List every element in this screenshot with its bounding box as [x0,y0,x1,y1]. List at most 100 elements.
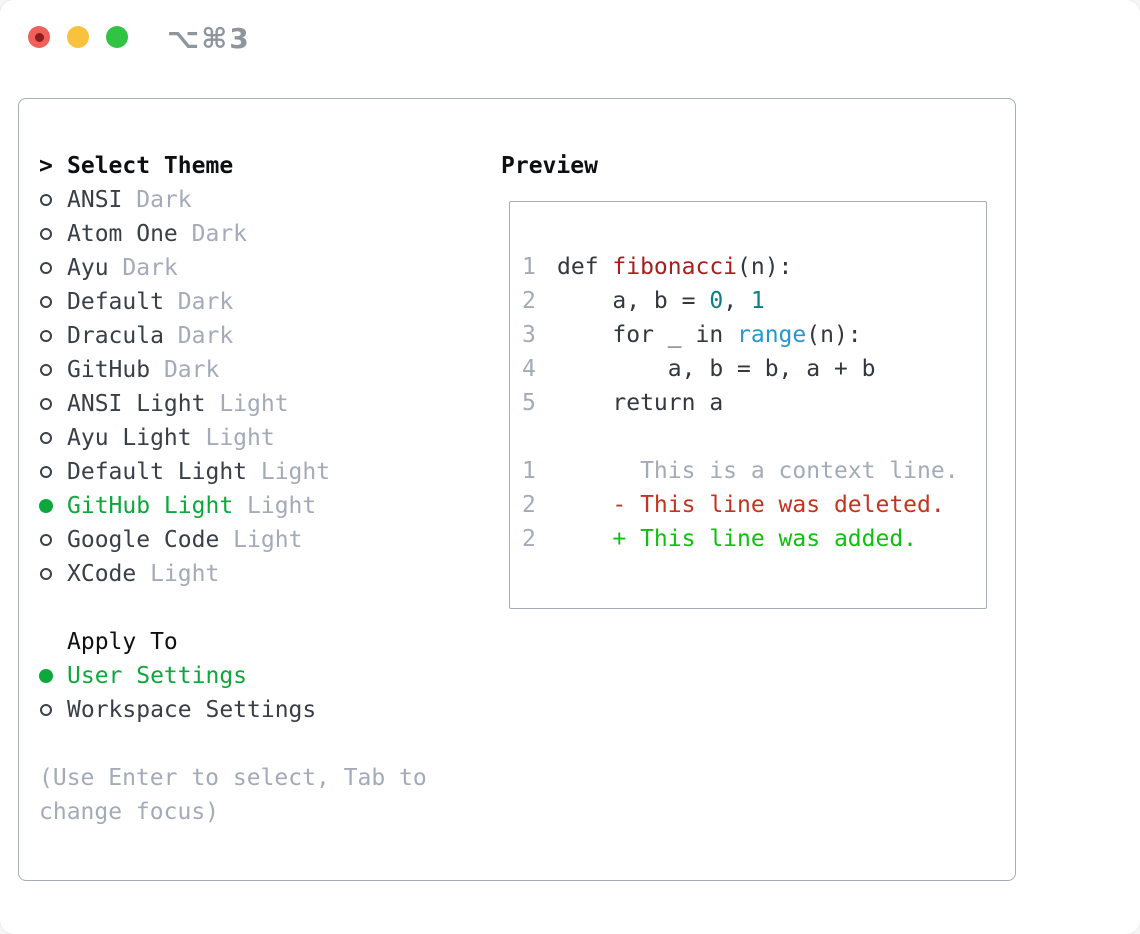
radio-icon [40,330,52,342]
theme-option-ayu-light[interactable]: Ayu Light Light [39,421,489,455]
code-line: 5 return a [522,386,986,420]
spacer [39,591,489,625]
theme-option-dracula[interactable]: Dracula Dark [39,319,489,353]
apply-option-user-settings[interactable]: User Settings [39,659,489,693]
option-variant-label: Dark [108,255,178,281]
radio-icon [40,364,52,376]
theme-option-default[interactable]: Default Dark [39,285,489,319]
maximize-button[interactable] [106,26,128,48]
code-token-code: , [723,288,751,314]
close-dot-icon [34,32,44,42]
select-theme-header: > Select Theme [39,149,489,183]
theme-option-github[interactable]: GitHub Dark [39,353,489,387]
keyboard-hint-line2: change focus) [39,799,220,825]
code-token-code: a, b = [557,288,710,314]
code-token-code [557,526,612,552]
theme-option-ansi-light[interactable]: ANSI Light Light [39,387,489,421]
option-variant-label: Dark [177,221,248,247]
option-label: Google Code [67,527,220,553]
line-number: 1 [522,254,536,280]
radio-selected-icon [39,669,53,683]
option-variant-label: Light [191,425,275,451]
option-label: GitHub [67,357,151,383]
code-token-code [557,492,612,518]
option-label: Ayu [67,255,109,281]
option-variant-label: Light [136,561,220,587]
option-label: Dracula [67,323,164,349]
option-label: GitHub Light [67,493,234,519]
code-token-context: This is a context line. [557,458,959,484]
option-label: Workspace Settings [67,697,317,723]
option-label: XCode [67,561,137,587]
code-line: 1 This is a context line. [522,454,986,488]
code-token-code: (n): [806,322,862,348]
option-variant-label: Dark [122,187,192,213]
close-button[interactable] [28,26,50,48]
code-token-num: 1 [750,288,765,314]
minimize-button[interactable] [67,26,89,48]
theme-option-ayu[interactable]: Ayu Dark [39,251,489,285]
code-token-func: fibonacci [612,254,738,280]
option-variant-label: Dark [150,357,220,383]
theme-option-ansi[interactable]: ANSI Dark [39,183,489,217]
prompt-icon: > [39,153,53,179]
option-variant-label: Light [219,527,303,553]
theme-option-atom-one[interactable]: Atom One Dark [39,217,489,251]
code-token-removed: - This line was deleted. [612,492,945,518]
traffic-lights [28,26,128,48]
code-token-num: 0 [709,288,724,314]
code-token-code: for _ in [557,322,738,348]
theme-option-github-light[interactable]: GitHub Light Light [39,489,489,523]
radio-selected-icon [39,499,53,513]
code-token-code: return a [557,390,724,416]
radio-icon [40,534,52,546]
code-token-builtin: range [737,322,807,348]
titlebar: ⌥⌘3 [0,0,1140,74]
keyboard-hint-line1: (Use Enter to select, Tab to [39,765,427,791]
option-label: Atom One [67,221,178,247]
option-label: ANSI Light [67,391,206,417]
option-label: User Settings [67,663,248,689]
theme-option-xcode[interactable]: XCode Light [39,557,489,591]
window-shortcut-label: ⌥⌘3 [167,22,251,55]
select-theme-title: Select Theme [67,153,234,179]
radio-icon [40,228,52,240]
option-variant-label: Light [205,391,289,417]
code-token-code: def [557,254,613,280]
code-line: 2 - This line was deleted. [522,488,986,522]
theme-option-default-light[interactable]: Default Light Light [39,455,489,489]
theme-option-google-code[interactable]: Google Code Light [39,523,489,557]
preview-title: Preview [501,153,598,179]
code-line: 2 a, b = 0, 1 [522,284,986,318]
line-number: 2 [522,288,536,314]
option-variant-label: Dark [163,323,234,349]
line-number: 3 [522,322,536,348]
option-variant-label: Light [247,459,331,485]
code-line [522,420,986,454]
line-number: 5 [522,390,536,416]
option-label: Default [67,289,164,315]
line-number: 1 [522,458,536,484]
code-token-added: + This line was added. [612,526,918,552]
code-token-code: a, b = b, a + b [557,356,876,382]
code-line: 4 a, b = b, a + b [522,352,986,386]
option-variant-label: Light [233,493,317,519]
code-token-code: (n): [737,254,793,280]
line-number: 2 [522,526,536,552]
option-variant-label: Dark [163,289,234,315]
radio-icon [40,262,52,274]
option-label: ANSI [67,187,123,213]
radio-icon [40,568,52,580]
code-line: 2 + This line was added. [522,522,986,556]
option-label: Ayu Light [67,425,192,451]
code-line: 1 def fibonacci(n): [522,250,986,284]
apply-option-workspace-settings[interactable]: Workspace Settings [39,693,489,727]
radio-icon [40,432,52,444]
line-number: 2 [522,492,536,518]
